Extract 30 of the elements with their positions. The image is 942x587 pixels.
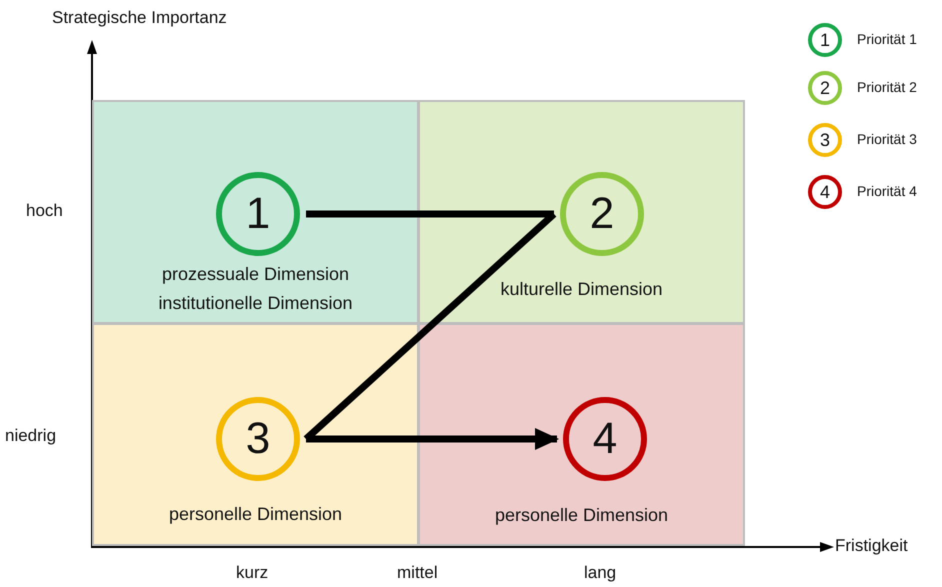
priority-circle: 3 <box>216 397 300 481</box>
legend-text: Priorität 3 <box>857 131 917 147</box>
priority-circle: 4 <box>563 397 647 481</box>
axis-tick-label: niedrig <box>5 426 56 446</box>
dimension-text: institutionelle Dimension <box>158 292 353 315</box>
legend-number-ring: 3 <box>808 123 842 157</box>
arrow <box>306 428 559 450</box>
dimension-text: personelle Dimension <box>168 503 342 526</box>
quadrant-panel <box>418 100 745 324</box>
axis-tick-label: hoch <box>26 201 63 221</box>
legend-text: Priorität 1 <box>857 31 917 47</box>
axis-title: Fristigkeit <box>835 536 908 556</box>
axis-title: Strategische Importanz <box>52 8 227 28</box>
legend-text: Priorität 2 <box>857 79 917 95</box>
legend-text: Priorität 4 <box>857 183 917 199</box>
connector-line <box>306 210 554 218</box>
dimension-text: personelle Dimension <box>494 504 668 527</box>
quadrant-panel <box>92 100 419 324</box>
axis-tick-label: kurz <box>236 563 268 583</box>
legend-number-ring: 1 <box>808 23 842 57</box>
axis-tick-label: lang <box>584 563 616 583</box>
quadrant-panel <box>92 323 419 546</box>
quadrant-panel <box>418 323 745 546</box>
legend-number-ring: 2 <box>808 71 842 105</box>
dimension-text: prozessuale Dimension <box>162 263 350 286</box>
legend-number-ring: 4 <box>808 175 842 209</box>
dimension-text: kulturelle Dimension <box>500 278 663 301</box>
axis-tick-label: mittel <box>397 563 438 583</box>
priority-circle: 1 <box>216 172 300 256</box>
priority-circle: 2 <box>560 172 644 256</box>
